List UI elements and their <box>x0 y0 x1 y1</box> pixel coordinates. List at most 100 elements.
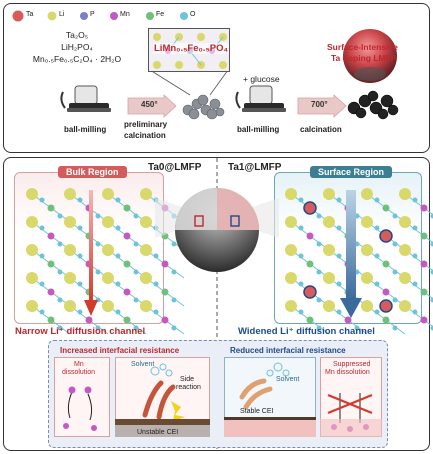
o-atom <box>375 310 380 315</box>
o-atom <box>375 282 380 287</box>
o-atom <box>58 270 63 275</box>
suppressed-label-2: Mn dissolution <box>325 369 370 376</box>
unstable-cei-label: Unstable CEI <box>137 429 178 436</box>
li-atom <box>64 300 76 312</box>
mn-dissolution-label-2: dissolution <box>62 369 95 376</box>
metal-atom <box>307 317 314 324</box>
o-atom <box>317 270 322 275</box>
li-atom <box>64 244 76 256</box>
metal-atom <box>48 289 55 296</box>
step-ball-milling-1: ball-milling <box>64 125 106 134</box>
metal-atom <box>421 289 428 296</box>
o-atom <box>78 226 83 231</box>
li-atom <box>285 188 297 200</box>
increased-resistance-title: Increased interfacial resistance <box>60 346 179 355</box>
li-atom <box>64 216 76 228</box>
o-atom <box>375 226 380 231</box>
metal-atom <box>48 317 55 324</box>
widened-channel-label: Widened Li⁺ diffusion channel <box>238 326 375 337</box>
narrow-channel-label: Narrow Li⁺ diffusion channel <box>15 326 145 337</box>
li-atom <box>361 244 373 256</box>
o-atom <box>413 310 418 315</box>
li-atom <box>285 244 297 256</box>
o-atom <box>299 310 304 315</box>
mn-legend-dot <box>110 12 118 20</box>
half-sphere-icon <box>165 178 269 278</box>
li-atom <box>323 300 335 312</box>
ball-mill-icon-2 <box>230 80 290 120</box>
li-atom <box>323 216 335 228</box>
side-reaction-label-1: Side <box>180 376 194 383</box>
li-atom <box>361 300 373 312</box>
p-legend-label: P <box>90 11 95 18</box>
o-atom <box>375 198 380 203</box>
stable-cei-scene <box>224 357 316 437</box>
o-atom <box>40 282 45 287</box>
solvent-left-label: Solvent <box>131 361 154 368</box>
li-atom <box>26 216 38 228</box>
mn-legend-label: Mn <box>120 11 130 18</box>
li-atom <box>399 188 411 200</box>
p-legend-dot <box>80 12 88 20</box>
metal-atom <box>124 233 131 240</box>
o-atom <box>413 254 418 259</box>
metal-atom <box>421 317 428 324</box>
metal-atom <box>421 205 428 212</box>
o-atom <box>78 282 83 287</box>
ta-legend-dot <box>13 11 24 22</box>
o-atom <box>116 226 121 231</box>
li-atom <box>285 300 297 312</box>
li-atom <box>140 272 152 284</box>
narrow-channel-arrow <box>84 190 98 320</box>
o-atom <box>172 326 177 331</box>
metal-atom <box>162 289 169 296</box>
li-atom <box>26 244 38 256</box>
o-atom <box>299 198 304 203</box>
li-atom <box>361 188 373 200</box>
o-atom <box>393 214 398 219</box>
metal-atom <box>383 317 390 324</box>
o-atom <box>413 282 418 287</box>
o-atom <box>134 214 139 219</box>
step-ball-milling-2: ball-milling <box>237 125 279 134</box>
o-atom <box>317 214 322 219</box>
li-atom <box>140 216 152 228</box>
li-atom <box>323 188 335 200</box>
li-atom <box>140 188 152 200</box>
o-atom <box>58 214 63 219</box>
metal-atom <box>307 233 314 240</box>
ta1-title: Ta1@LMFP <box>228 162 281 173</box>
metal-atom <box>383 205 390 212</box>
metal-atom <box>421 233 428 240</box>
bulk-region-tag: Bulk Region <box>58 166 127 178</box>
ta-dopant-atom <box>380 230 392 242</box>
li-atom <box>26 188 38 200</box>
li-atom <box>26 300 38 312</box>
step-calcination-1: calcination <box>124 131 166 140</box>
o-atom <box>172 298 177 303</box>
metal-atom <box>307 261 314 268</box>
o-atom <box>116 254 121 259</box>
li-atom <box>323 244 335 256</box>
lmfp-formula: LiMn₀.₅Fe₀.₅PO₄ <box>153 43 229 54</box>
li-atom <box>361 216 373 228</box>
element-legend: Ta Li P Mn Fe O <box>12 9 232 23</box>
li-atom <box>102 272 114 284</box>
metal-atom <box>162 317 169 324</box>
li-legend-label: Li <box>59 11 64 18</box>
side-reaction-scene <box>115 357 210 437</box>
temp-700-label: 700° <box>311 100 328 109</box>
li-atom <box>323 272 335 284</box>
metal-atom <box>421 261 428 268</box>
o-atom <box>78 254 83 259</box>
o-atom <box>116 198 121 203</box>
reduced-resistance-title: Reduced interfacial resistance <box>230 346 346 355</box>
ta-dopant-atom <box>380 300 392 312</box>
li-atom <box>64 272 76 284</box>
metal-atom <box>383 261 390 268</box>
o-atom <box>78 310 83 315</box>
o-atom <box>393 242 398 247</box>
step-calcination-2: calcination <box>300 125 342 134</box>
o-atom <box>299 254 304 259</box>
li-atom <box>102 216 114 228</box>
